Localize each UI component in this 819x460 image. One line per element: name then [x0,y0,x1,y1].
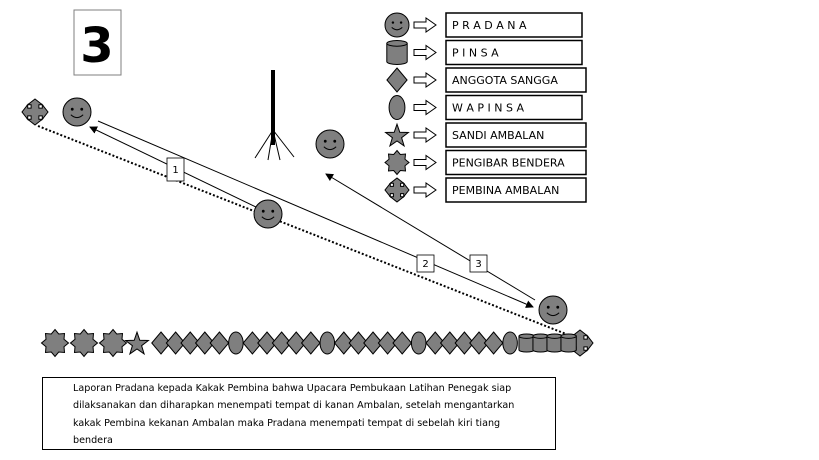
legend-label: PEMBINA AMBALAN [452,184,559,197]
formation-diamond-icon [483,331,504,355]
path-dotted-pembina [37,125,567,335]
legend-arrow-icon [413,17,437,33]
legend-label: W A P I N S A [452,102,524,115]
legend-item-pengibar-bendera: PENGIBAR BENDERA [384,149,587,176]
path-label-1: 1 [166,157,185,182]
formation-oval-icon [228,331,244,355]
formation-diamond-icon [392,331,413,355]
formation-diamond-icon [454,331,475,355]
formation-diamond-icon [194,331,215,355]
path-arrow-2 [97,120,534,308]
legend-arrow-icon [413,99,437,116]
formation-star-icon [124,330,150,356]
pradana-end-smiley-face-icon [538,295,568,325]
legend-item-pradana: P R A D A N A [384,12,583,38]
legend-arrow-icon [413,182,437,198]
stage-number-box: 3 [73,9,122,76]
formation-row [40,328,577,358]
formation-oval-icon [502,331,518,355]
formation-diamond-icon [209,331,230,355]
formation-diamond-icon [151,331,171,355]
legend-label: P R A D A N A [452,19,527,32]
svg-text:1: 1 [172,165,178,176]
legend-item-sandi-ambalan: SANDI AMBALAN [384,122,587,148]
cylinder-icon [386,40,408,65]
formation-diamond-icon [439,331,460,355]
burst-icon [384,149,410,176]
formation-oval-icon [410,331,427,355]
smiley-face-icon [384,12,410,38]
path-arrow-3 [325,173,536,301]
legend-item-pinsa: P I N S A [386,39,583,66]
diamond-icon [386,67,408,93]
formation-diamond-icon [271,331,292,355]
legend-label: P I N S A [452,47,499,60]
formation-diamond-icon [469,331,489,355]
path-label-2: 2 [416,254,435,273]
formation-diamond-icon [286,331,307,355]
svg-text:3: 3 [475,259,481,270]
formation-cylinder-icon [532,333,549,353]
formation-burst-icon [40,328,70,358]
legend-label: PENGIBAR BENDERA [452,157,565,170]
formation-oval-icon [319,331,336,355]
formation-diamond-icon [257,331,277,355]
formation-burst-icon [69,328,99,358]
pembina-start-arrow-cross-icon [21,98,49,126]
legend-item-wapinsa: W A P I N S A [388,94,583,121]
formation-cylinder-icon [518,333,535,353]
formation-diamond-icon [348,331,369,355]
legend-label: ANGGOTA SANGGA [452,74,558,87]
legend-arrow-icon [413,44,437,61]
formation-diamond-icon [180,331,201,355]
pradana-middle-smiley-face-icon [253,199,283,229]
path-label-3: 3 [469,254,488,273]
formation-diamond-icon [425,331,446,355]
caption-box: Laporan Pradana kepada Kakak Pembina bah… [42,377,556,450]
formation-diamond-icon [300,331,321,355]
stage-number: 3 [80,18,113,74]
formation-burst-icon [98,328,128,358]
legend-arrow-icon [413,127,437,143]
formation-cylinder-icon [560,333,577,353]
flagpole [254,70,295,161]
legend-arrow-icon [413,72,437,88]
pradana-center-smiley-face-icon [315,129,345,159]
pradana-start-smiley-face-icon [62,97,92,127]
legend-label: SANDI AMBALAN [452,129,544,142]
formation-diamond-icon [165,331,186,355]
svg-text:2: 2 [422,259,428,270]
legend-item-anggota-sangga: ANGGOTA SANGGA [386,67,587,93]
formation-diamond-icon [377,331,398,355]
oval-icon [388,95,406,120]
formation-diamond-icon [333,331,354,355]
star-icon [384,122,410,148]
arrow-cross-icon [384,177,410,203]
formation-diamond-icon [363,331,383,355]
formation-diamond-icon [242,331,263,355]
legend-arrow-icon [413,154,437,171]
caption-text: Laporan Pradana kepada Kakak Pembina bah… [73,383,515,447]
formation-cylinder-icon [546,333,563,353]
legend-item-pembina-ambalan: PEMBINA AMBALAN [384,177,587,203]
